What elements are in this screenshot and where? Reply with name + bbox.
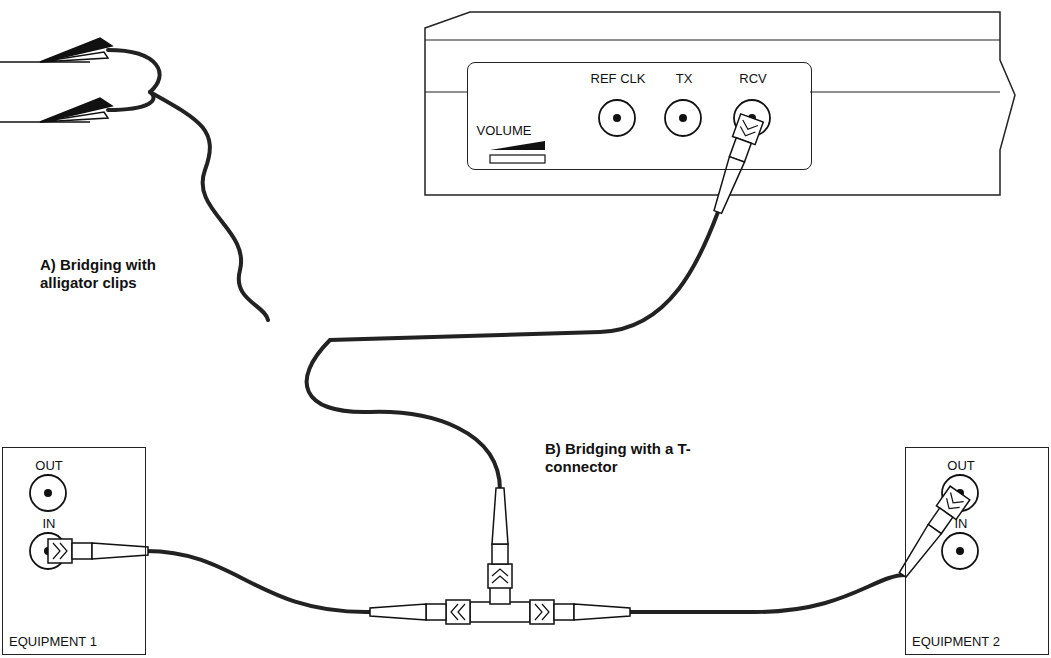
rcv-plug xyxy=(707,114,764,216)
eq1-in-plug xyxy=(48,539,148,563)
volume-slider xyxy=(490,155,545,163)
t-connector xyxy=(370,488,630,624)
tx-jack xyxy=(665,100,701,136)
node-text: EQUIPMENT 2 xyxy=(912,634,1000,649)
volume-wedge xyxy=(490,141,545,150)
node-text: TX xyxy=(676,71,693,86)
node-text: VOLUME xyxy=(477,123,532,138)
node-text: OUT xyxy=(947,458,974,473)
eq1-out-jack xyxy=(30,475,66,511)
test-set-housing xyxy=(425,12,1015,195)
eq2-in-jack xyxy=(942,533,978,569)
node-text: REF CLK xyxy=(591,71,646,86)
rcv-cable xyxy=(307,212,718,490)
equipment-box: OUT IN EQUIPMENT 1 xyxy=(2,447,146,655)
test-set-panel: VOLUME REF CLK TX RCV xyxy=(467,62,812,170)
caption-label: A) Bridging with alligator clips xyxy=(40,256,205,292)
node-text: EQUIPMENT 1 xyxy=(9,634,97,649)
node-text: RCV xyxy=(739,71,766,86)
node-text: OUT xyxy=(35,458,62,473)
housing-ridge xyxy=(425,40,1000,92)
node-text: IN xyxy=(43,516,56,531)
equipment-box: OUT IN EQUIPMENT 2 xyxy=(905,447,1049,655)
node-text: IN xyxy=(955,516,968,531)
alligator-clips xyxy=(0,38,112,122)
ref-clk-jack xyxy=(599,100,635,136)
caption-label: B) Bridging with a T-connector xyxy=(545,440,710,476)
